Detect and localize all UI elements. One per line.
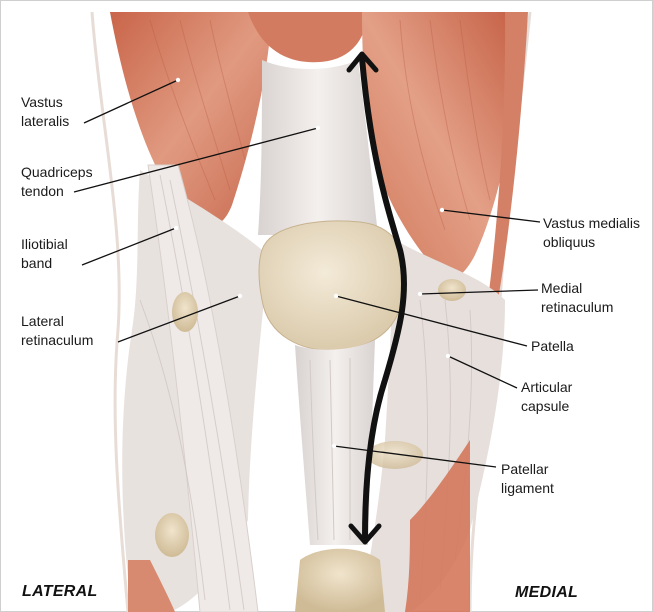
label-quadriceps-tendon: Quadriceps tendon <box>21 163 93 201</box>
label-patella-text: Patella <box>531 338 574 354</box>
label-articular-capsule-line1: Articular <box>521 379 572 395</box>
fibula-head <box>155 513 189 557</box>
label-lateral-retinaculum-line2: retinaculum <box>21 332 93 348</box>
label-patella: Patella <box>531 337 574 356</box>
label-lateral-retinaculum: Lateral retinaculum <box>21 312 93 350</box>
label-vastus-lateralis-line1: Vastus <box>21 94 63 110</box>
label-iliotibial-band-line1: Iliotibial <box>21 236 68 252</box>
label-patellar-ligament: Patellar ligament <box>501 460 554 498</box>
label-vastus-medialis-obliquus: Vastus medialis obliquus <box>543 214 640 252</box>
label-vastus-lateralis: Vastus lateralis <box>21 93 69 131</box>
label-medial-retinaculum: Medial retinaculum <box>541 279 613 317</box>
label-articular-capsule-line2: capsule <box>521 398 569 414</box>
label-patellar-ligament-line2: ligament <box>501 480 554 496</box>
label-quadriceps-tendon-line1: Quadriceps <box>21 164 93 180</box>
quadriceps-tendon-shape <box>258 60 378 235</box>
label-quadriceps-tendon-line2: tendon <box>21 183 64 199</box>
label-medial-retinaculum-line2: retinaculum <box>541 299 613 315</box>
label-patellar-ligament-line1: Patellar <box>501 461 548 477</box>
label-medial-retinaculum-line1: Medial <box>541 280 582 296</box>
label-iliotibial-band-line2: band <box>21 255 52 271</box>
side-label-lateral: LATERAL <box>22 583 98 601</box>
label-vastus-lateralis-line2: lateralis <box>21 113 69 129</box>
patella-shape <box>259 221 405 350</box>
label-vastus-medialis-line1: Vastus medialis <box>543 215 640 231</box>
side-label-medial: MEDIAL <box>515 584 578 602</box>
label-vastus-medialis-line2: obliquus <box>543 234 595 250</box>
label-iliotibial-band: Iliotibial band <box>21 235 68 273</box>
label-lateral-retinaculum-line1: Lateral <box>21 313 64 329</box>
tibia-plateau <box>367 441 423 469</box>
tibial-tuberosity <box>295 549 385 612</box>
lateral-condyle <box>172 292 198 332</box>
label-articular-capsule: Articular capsule <box>521 378 572 416</box>
medial-condyle <box>438 279 466 301</box>
